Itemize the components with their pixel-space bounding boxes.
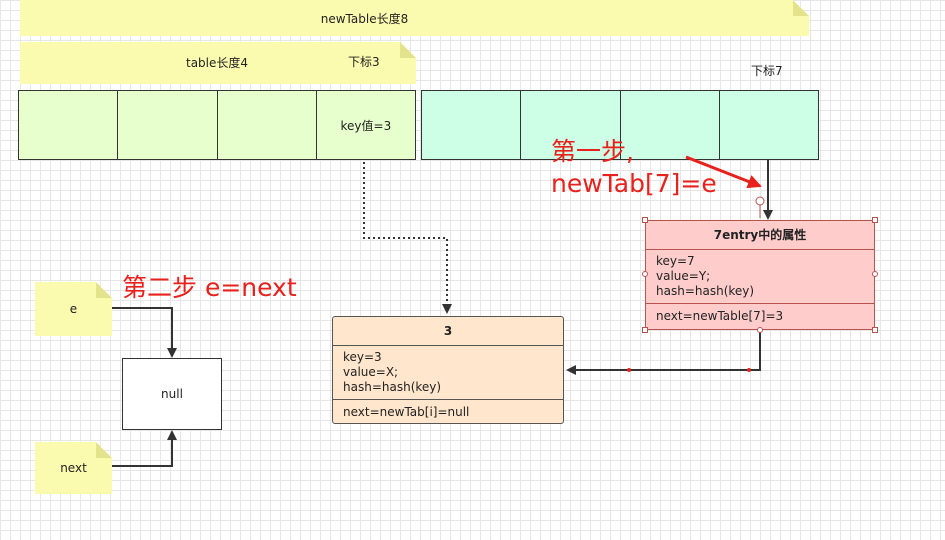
entry-7-next: next=newTable[7]=3 <box>656 309 784 323</box>
table-length-label: table长度4 <box>186 56 249 70</box>
old-table-cell-0 <box>19 91 119 159</box>
resize-handle[interactable] <box>872 217 878 223</box>
e-to-null-arrow <box>112 307 177 358</box>
step1-annotation-line2: newTab[7]=e <box>551 169 717 198</box>
null-box: null <box>122 358 222 430</box>
entry-3-prop: value=X; <box>343 365 399 379</box>
connection-point[interactable] <box>872 271 878 277</box>
new-table-cell-6 <box>621 91 720 159</box>
new-table <box>421 90 819 160</box>
next-variable-note: next <box>35 442 112 494</box>
index-7-label: 下标7 <box>751 64 783 78</box>
connection-point[interactable] <box>642 271 648 277</box>
null-label: null <box>161 387 183 401</box>
step1-red-arrow <box>685 155 762 189</box>
rotate-handle <box>755 196 765 206</box>
next-to-null-arrow <box>112 430 177 467</box>
entry-3-next: next=newTab[i]=null <box>343 405 470 419</box>
e-variable-label: e <box>69 302 78 316</box>
entry-3-props: key=3 value=X; hash=hash(key) <box>333 346 563 400</box>
old-bucket-to-entry3-dotted <box>363 162 452 314</box>
step1-annotation-line1: 第一步, <box>551 137 634 166</box>
e-variable-note: e <box>35 282 112 336</box>
index-3-label: 下标3 <box>348 55 380 69</box>
connection-point[interactable] <box>757 327 763 333</box>
entry-3-prop: key=3 <box>343 350 382 364</box>
resize-handle[interactable] <box>872 327 878 333</box>
resize-handle[interactable] <box>642 327 648 333</box>
entry-7-prop: key=7 <box>656 254 695 268</box>
next-variable-label: next <box>60 461 87 475</box>
new-table-length-label: newTable长度8 <box>320 11 409 26</box>
resize-handle[interactable] <box>642 217 648 223</box>
entry-3-prop: hash=hash(key) <box>343 380 442 394</box>
entry-7-prop: value=Y; <box>656 269 711 283</box>
entry-7-box[interactable]: 7entry中的属性 key=7 value=Y; hash=hash(key)… <box>645 220 875 330</box>
entry7-to-entry3-arrow <box>566 330 761 375</box>
old-table: key值=3 <box>18 90 416 160</box>
step2-annotation: 第二步 e=next <box>122 273 297 302</box>
old-table-cell-1 <box>118 91 218 159</box>
old-table-cell-3: key值=3 <box>340 118 392 133</box>
entry-3-title: 3 <box>333 317 563 346</box>
new-table-length-note: newTable长度8 <box>20 0 809 36</box>
old-table-cell-2 <box>218 91 317 159</box>
table-length-note: table长度4 下标3 <box>20 42 416 84</box>
entry-7-title: 7entry中的属性 <box>646 221 874 250</box>
entry-7-props: key=7 value=Y; hash=hash(key) <box>646 250 874 304</box>
entry-7-prop: hash=hash(key) <box>656 284 755 298</box>
new-table-cell-4 <box>422 91 522 159</box>
new-table-cell-5 <box>521 91 621 159</box>
entry-3-box[interactable]: 3 key=3 value=X; hash=hash(key) next=new… <box>332 316 564 424</box>
